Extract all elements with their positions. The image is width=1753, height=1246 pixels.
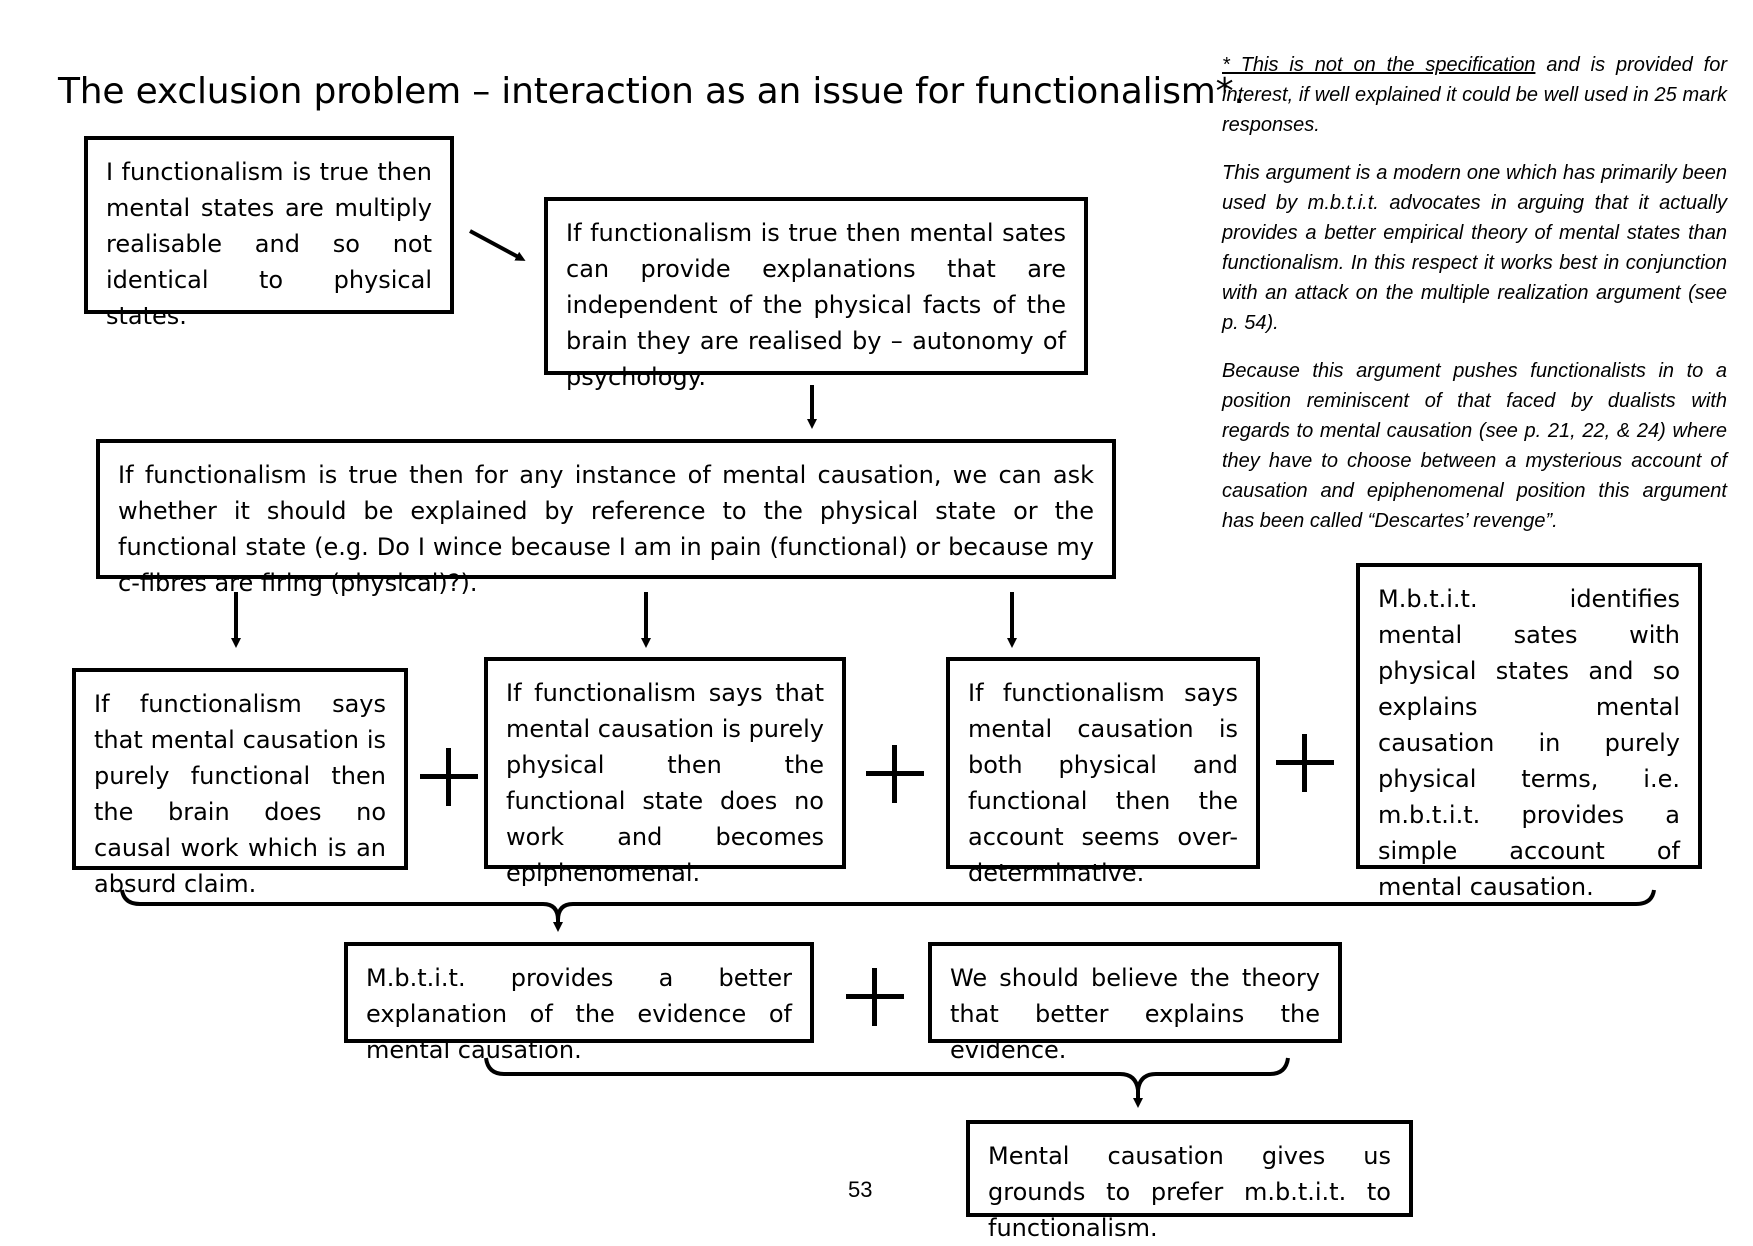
box-believe-theory: We should believe the theory that better… — [928, 942, 1342, 1064]
box-better-explanation: M.b.t.i.t. provides a better explanation… — [344, 942, 814, 1064]
note-specification-underlined: * This is not on the specification — [1222, 54, 1536, 76]
note-specification-rest: and is provided for interest, if well ex… — [1222, 54, 1727, 136]
page-title: The exclusion problem – interaction as a… — [58, 71, 1245, 112]
note-modern-argument: This argument is a modern one which has … — [1222, 162, 1727, 334]
plus-sign-2 — [866, 745, 924, 803]
box-both: If functionalism says mental causation i… — [946, 657, 1260, 887]
box-multiply-realisable: I functionalism is true then mental stat… — [84, 136, 454, 330]
note-specification: * This is not on the specification and i… — [1222, 50, 1727, 140]
plus-sign-1 — [420, 748, 478, 806]
box-purely-physical: If functionalism says that mental causat… — [484, 657, 846, 887]
box-purely-functional: If functionalism says that mental causat… — [72, 668, 408, 898]
box-conclusion: Mental causation gives us grounds to pre… — [966, 1120, 1413, 1242]
box-mbtit-identifies: M.b.t.i.t. identifies mental sates with … — [1356, 563, 1702, 901]
box-autonomy: If functionalism is true then mental sat… — [544, 197, 1088, 391]
box-mental-causation-question: If functionalism is true then for any in… — [96, 439, 1116, 597]
note-descartes-revenge: Because this argument pushes functionali… — [1222, 360, 1727, 532]
page-number: 53 — [848, 1177, 873, 1202]
brace-conclusion — [484, 1057, 1290, 1091]
plus-sign-3 — [1276, 734, 1334, 792]
arrow-to-autonomy — [469, 229, 526, 261]
plus-sign-4 — [846, 968, 904, 1026]
side-notes: * This is not on the specification and i… — [1222, 50, 1727, 554]
